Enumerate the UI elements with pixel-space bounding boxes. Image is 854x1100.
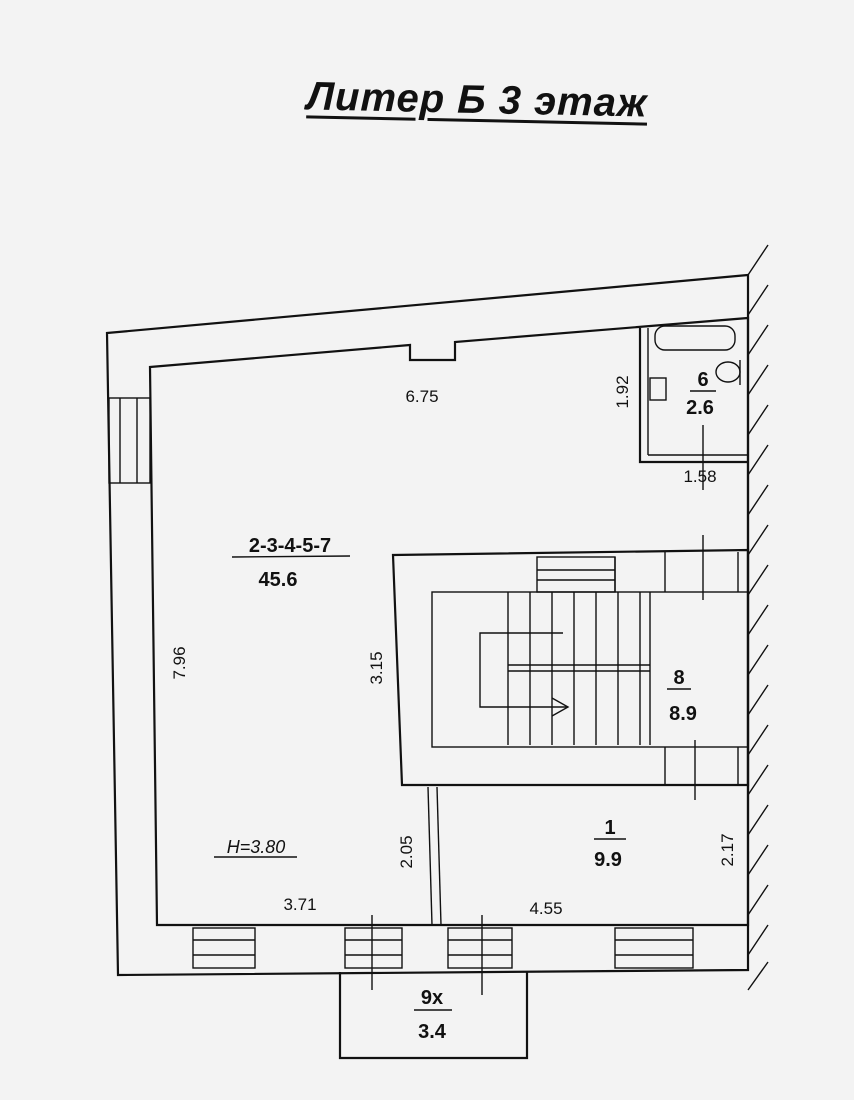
dim-top-width: 6.75 bbox=[405, 387, 438, 406]
room-number-stair: 8 bbox=[673, 667, 684, 689]
porch-outline bbox=[338, 972, 529, 1060]
dim-bottom-left: 3.71 bbox=[283, 895, 316, 914]
room-area-hall: 9.9 bbox=[594, 849, 622, 871]
exterior-hatching bbox=[747, 244, 769, 991]
outer-walls bbox=[105, 273, 750, 977]
dim-hall-right-height: 2.17 bbox=[718, 833, 737, 866]
staircase bbox=[391, 535, 750, 800]
left-window bbox=[108, 397, 151, 484]
dim-stair-height: 3.15 bbox=[367, 651, 386, 684]
room-number-main: 2-3-4-5-7 bbox=[249, 535, 331, 557]
dim-wc-height: 1.92 bbox=[613, 375, 632, 408]
dim-wc-width: 1.58 bbox=[683, 467, 716, 486]
room-number-hall: 1 bbox=[604, 817, 615, 839]
room-area-wc: 2.6 bbox=[686, 397, 714, 419]
room-main-underline bbox=[231, 555, 351, 558]
hall-partition bbox=[427, 786, 442, 926]
room-area-porch: 3.4 bbox=[418, 1021, 447, 1043]
bottom-windows bbox=[192, 915, 694, 995]
room-area-stair: 8.9 bbox=[669, 703, 697, 725]
room-area-main: 45.6 bbox=[259, 569, 298, 591]
dim-left-height: 7.96 bbox=[170, 646, 189, 679]
dim-hall-left-height: 2.05 bbox=[397, 835, 416, 868]
ceiling-height-label: H=3.80 bbox=[227, 837, 286, 857]
room-number-porch: 9х bbox=[421, 987, 443, 1009]
wc-room bbox=[638, 325, 748, 490]
room-number-wc: 6 bbox=[697, 369, 708, 391]
dim-bottom-right: 4.55 bbox=[529, 899, 562, 918]
